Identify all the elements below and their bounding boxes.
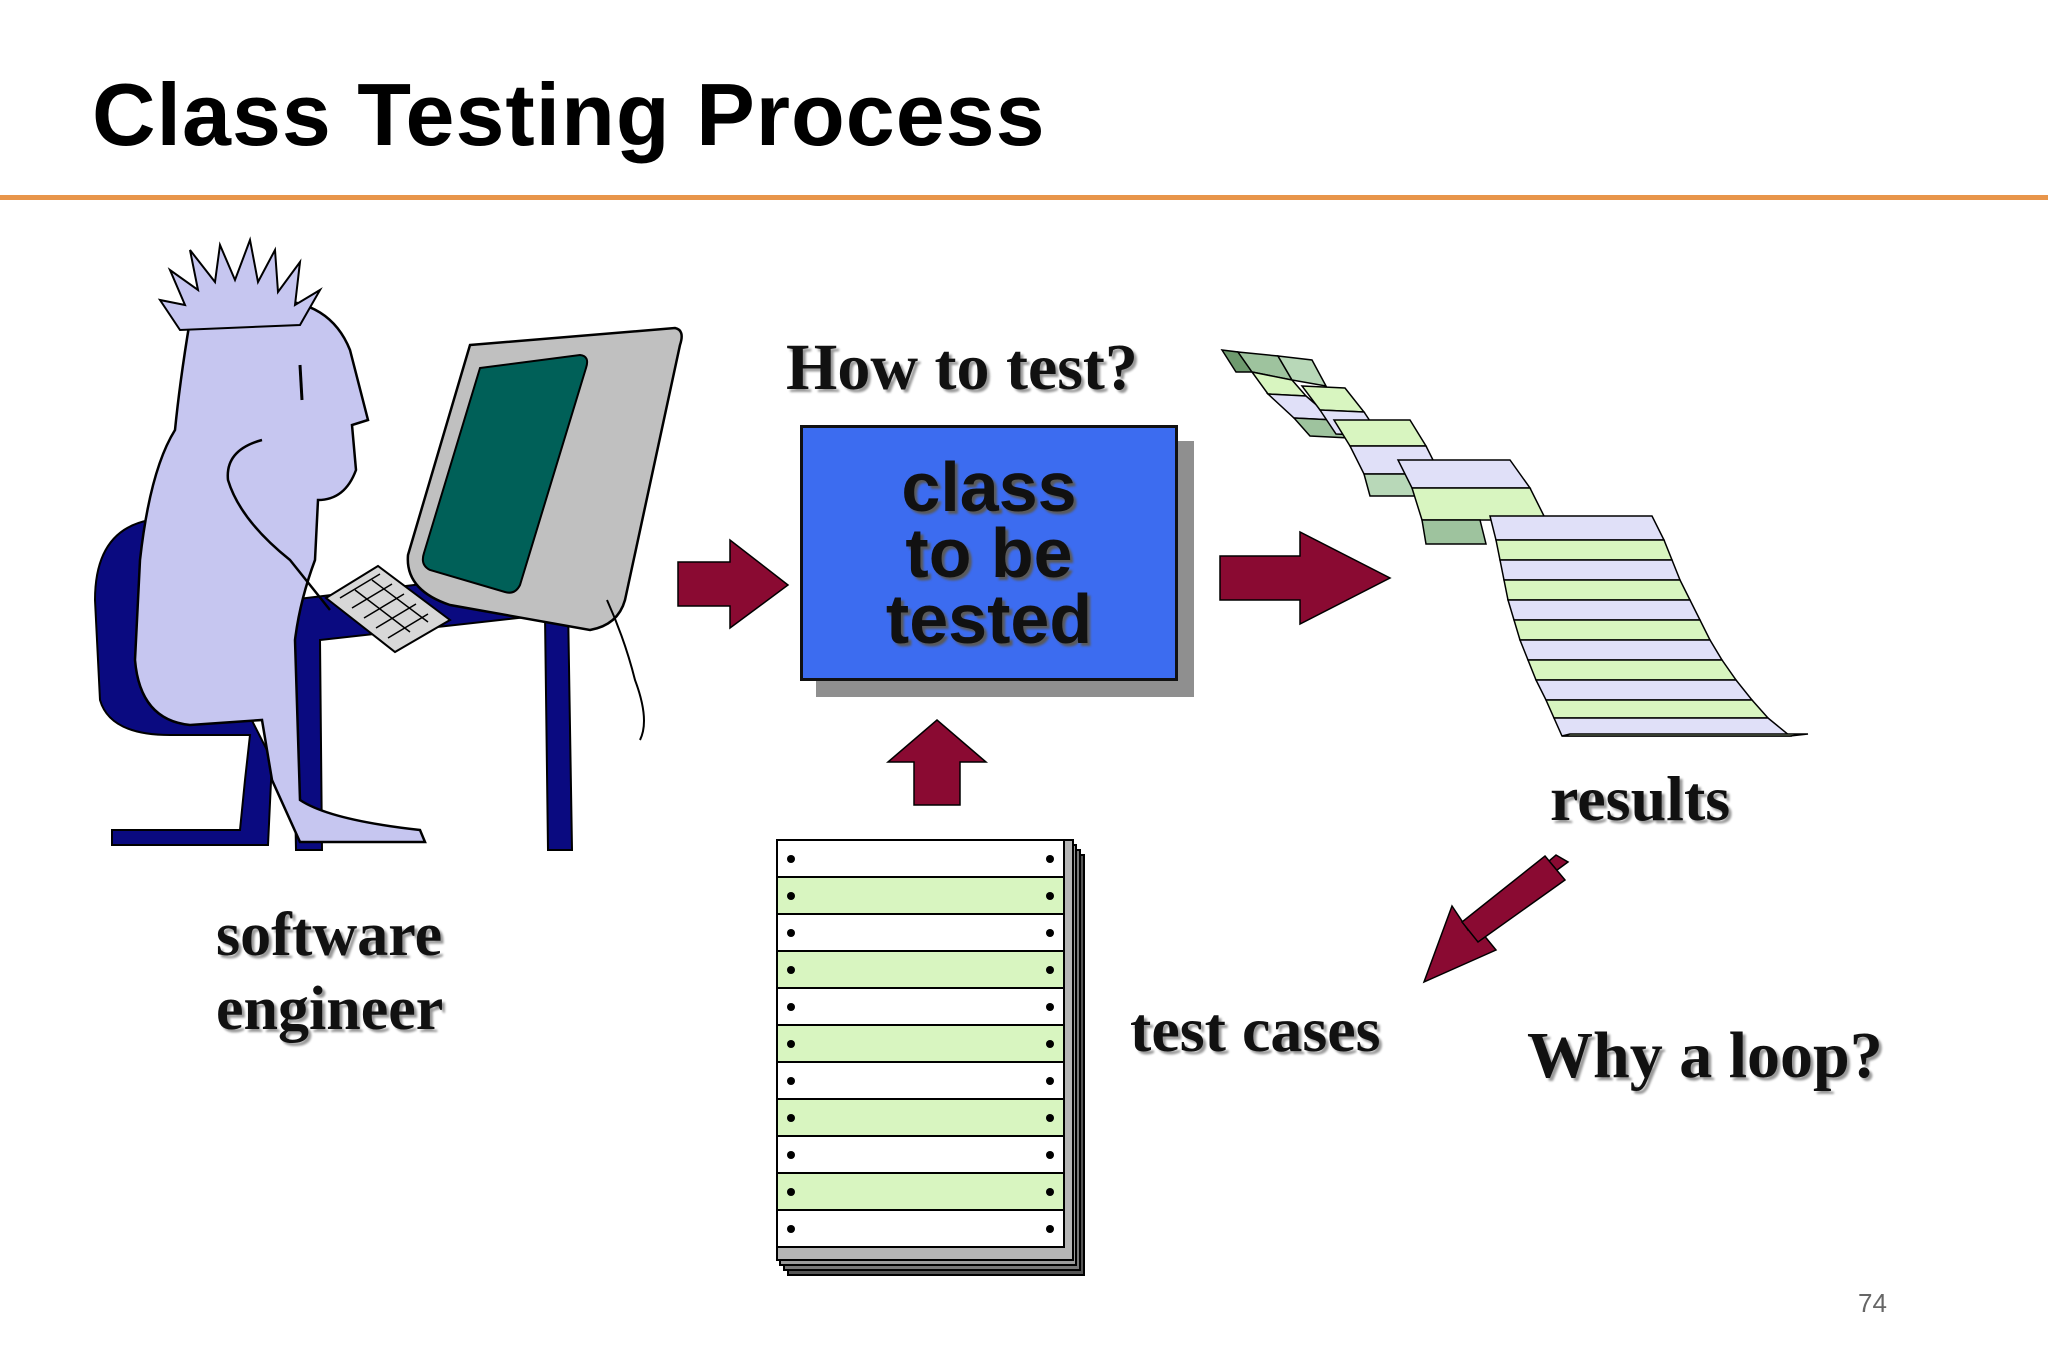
class-to-be-tested-box: class to be tested bbox=[800, 425, 1178, 681]
test-cases-label: test cases bbox=[1130, 994, 1381, 1065]
why-a-loop-label: Why a loop? bbox=[1527, 1019, 1883, 1092]
software-engineer-label: software engineer bbox=[216, 898, 443, 1046]
results-printout-icon bbox=[1220, 349, 1809, 737]
page-number: 74 bbox=[1858, 1288, 1887, 1318]
printout-stack-icon bbox=[776, 839, 1085, 1276]
title-rule bbox=[0, 195, 2048, 200]
slide-title: Class Testing Process bbox=[92, 65, 1046, 164]
arrow-up-icon bbox=[885, 719, 989, 806]
arrow-right-icon bbox=[1219, 530, 1392, 626]
results-label: results bbox=[1550, 763, 1731, 834]
engineer-at-computer-icon bbox=[93, 236, 683, 851]
arrow-right-icon bbox=[677, 538, 790, 630]
engineer-label-line: software bbox=[216, 901, 443, 969]
engineer-label-line: engineer bbox=[216, 975, 444, 1043]
how-to-test-label: How to test? bbox=[786, 331, 1138, 404]
class-box-line: to be bbox=[905, 514, 1073, 592]
class-box-line: tested bbox=[885, 580, 1093, 658]
class-box-line: class bbox=[901, 448, 1077, 526]
